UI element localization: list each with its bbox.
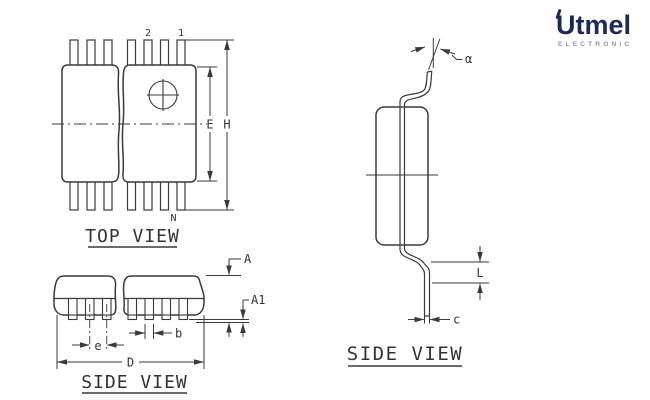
dim-D: [56, 315, 205, 369]
dim-label-L: L: [476, 266, 483, 280]
package-leads: [67, 297, 189, 321]
dim-A: [206, 258, 241, 337]
dim-label-A: A: [244, 252, 252, 266]
front-view: [53, 258, 249, 394]
dim-label-c: c: [453, 313, 460, 327]
dim-label-E: E: [206, 118, 213, 132]
logo-brand: Utmel: [555, 8, 648, 40]
seating-plane-lines: [189, 319, 249, 323]
package-body-side: [375, 106, 429, 246]
logo-brand-text: Utmel: [556, 10, 632, 40]
gull-wing-lead: [399, 70, 433, 317]
dim-e: [72, 304, 124, 351]
top-view: [52, 39, 234, 248]
dim-label-alpha: α: [465, 52, 472, 66]
pin-number-2-label: 2: [145, 28, 151, 39]
dim-A1: [240, 299, 249, 337]
dim-label-b: b: [175, 327, 182, 341]
logo-subtitle: ELECTRONIC: [558, 41, 633, 48]
dim-label-D: D: [127, 356, 134, 370]
pin-1-indicator-circle: [147, 79, 179, 111]
ic-body-right: [121, 64, 197, 183]
dim-label-e: e: [94, 339, 101, 353]
dim-label-A1: A1: [251, 293, 265, 307]
pin-n-label: N: [170, 213, 176, 224]
dim-c: [408, 316, 450, 324]
pin-number-1-label: 1: [178, 28, 184, 39]
side-view-title: SIDE VIEW: [347, 343, 463, 365]
dim-b: [129, 324, 172, 339]
dim-label-H: H: [223, 118, 230, 132]
top-view-title: TOP VIEW: [85, 226, 180, 247]
dim-E: [197, 66, 217, 182]
front-view-title: SIDE VIEW: [81, 372, 188, 393]
dim-L: [431, 246, 489, 300]
dim-alpha: [410, 38, 463, 71]
dim-H: [185, 39, 234, 211]
logo: Utmel ELECTRONIC: [555, 8, 648, 48]
side-view: [348, 38, 489, 367]
